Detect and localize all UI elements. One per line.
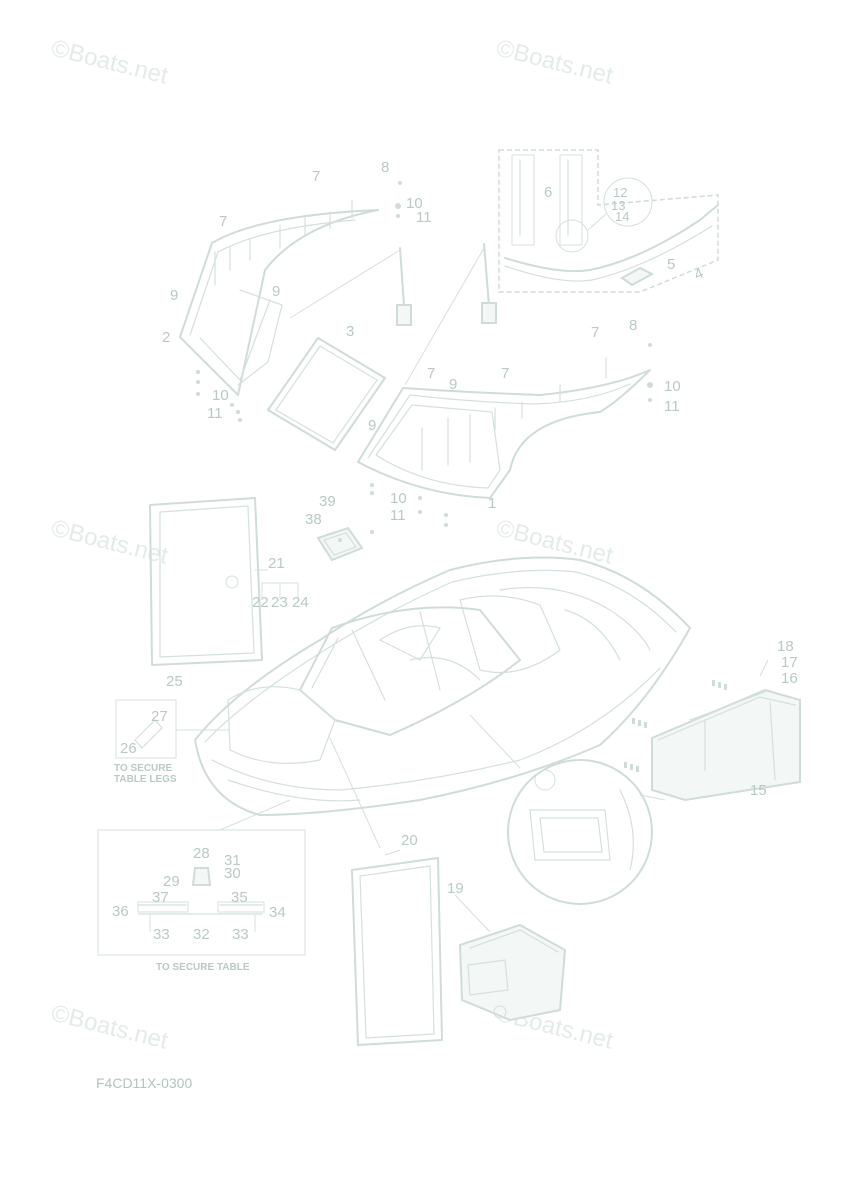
caption-table-legs-line1: TO SECURE — [114, 763, 172, 774]
callout-33: 33 — [153, 926, 170, 943]
callout-17: 17 — [781, 654, 798, 671]
callout-31: 31 — [224, 852, 241, 869]
table-legs-inset — [115, 699, 230, 759]
callout-13: 13 — [611, 198, 625, 213]
left-windshield — [179, 199, 379, 396]
callout-38: 38 — [305, 511, 322, 528]
storage-tray — [316, 526, 364, 562]
watermark: ©Boats.net — [49, 35, 171, 90]
table-inset — [97, 799, 306, 956]
callout-7: 7 — [591, 324, 599, 341]
callout-10: 10 — [664, 378, 681, 395]
callout-8: 8 — [629, 317, 637, 334]
callout-18: 18 — [777, 638, 794, 655]
callout-21: 21 — [268, 555, 285, 572]
callout-25: 25 — [166, 673, 183, 690]
callout-11: 11 — [664, 398, 680, 415]
callout-27: 27 — [151, 708, 168, 725]
callout-1: 1 — [488, 495, 496, 512]
callout-37: 37 — [152, 889, 169, 906]
hardware-dots — [196, 181, 653, 542]
callout-10: 10 — [212, 387, 229, 404]
watermark: ©Boats.net — [49, 1000, 171, 1055]
callout-3: 3 — [346, 323, 354, 340]
callout-9: 9 — [272, 283, 280, 300]
callout-10: 10 — [390, 490, 407, 507]
diagram-code: F4CD11X-0300 — [96, 1075, 192, 1091]
callout-19: 19 — [447, 880, 464, 897]
hatch-door — [149, 497, 299, 666]
cushion-panel — [329, 737, 443, 1046]
callout-16: 16 — [781, 670, 798, 687]
boat-hull — [194, 556, 691, 816]
callout-8: 8 — [381, 159, 389, 176]
callout-7: 7 — [219, 213, 227, 230]
callout-9: 9 — [368, 417, 376, 434]
callout-34: 34 — [269, 904, 286, 921]
callout-14: 14 — [615, 209, 629, 224]
callout-10: 10 — [406, 195, 423, 212]
captions: TO SECURE TABLE LEGS TO SECURE TABLE — [114, 763, 250, 973]
caption-table-legs-line2: TABLE LEGS — [114, 774, 177, 785]
callout-26: 26 — [120, 740, 137, 757]
windshield-trim-inset — [498, 149, 719, 293]
callout-28: 28 — [193, 845, 210, 862]
right-windshield — [357, 357, 651, 499]
callout-22: 22 — [252, 594, 269, 611]
watermark: ©Boats.net — [494, 35, 616, 90]
callout-9: 9 — [170, 287, 178, 304]
glovebox — [624, 659, 801, 802]
callout-15: 15 — [750, 782, 767, 799]
watermark: ©Boats.net — [49, 515, 171, 570]
callout-29: 29 — [163, 873, 180, 890]
watermark: ©Boats.net — [494, 515, 616, 570]
callout-9: 9 — [449, 376, 457, 393]
callout-labels: 1 2 3 4 5 6 7 7 7 7 7 8 8 9 9 9 9 10 10 … — [112, 159, 798, 943]
windshield-struts — [289, 243, 497, 386]
callout-7: 7 — [312, 168, 320, 185]
callout-7: 7 — [501, 365, 509, 382]
callout-39: 39 — [319, 493, 336, 510]
callout-5: 5 — [667, 256, 675, 273]
callout-7: 7 — [427, 365, 435, 382]
detail-magnifier — [469, 714, 666, 905]
callout-2: 2 — [162, 329, 170, 346]
callout-35: 35 — [231, 889, 248, 906]
callout-11: 11 — [390, 507, 406, 524]
callout-32: 32 — [193, 926, 210, 943]
callout-23: 23 — [271, 594, 288, 611]
side-glass — [267, 337, 386, 451]
callout-11: 11 — [416, 209, 432, 226]
callout-11: 11 — [207, 405, 223, 422]
callout-33: 33 — [232, 926, 249, 943]
callout-24: 24 — [292, 594, 309, 611]
callout-6: 6 — [544, 184, 552, 201]
caption-table: TO SECURE TABLE — [156, 962, 250, 973]
callout-12: 12 — [613, 185, 627, 200]
callout-4: 4 — [692, 265, 707, 284]
callout-20: 20 — [401, 832, 418, 849]
callout-36: 36 — [112, 903, 129, 920]
callout-30: 30 — [224, 865, 241, 882]
cooler-box — [454, 894, 567, 1022]
